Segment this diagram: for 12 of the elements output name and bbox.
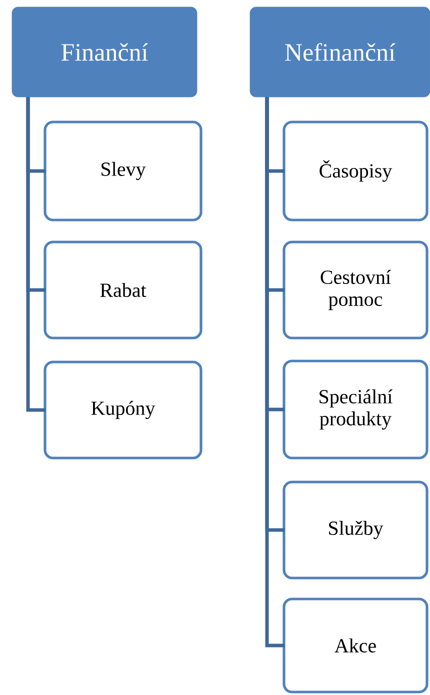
item-box: Slevy	[44, 120, 202, 222]
item-box: Rabat	[44, 240, 202, 340]
item-box: Služby	[282, 480, 428, 580]
item-box: Akce	[282, 598, 428, 694]
item-box: Časopisy	[282, 120, 428, 222]
connector-line	[265, 96, 284, 648]
connector-line	[26, 96, 46, 412]
item-box: Kupóny	[44, 360, 202, 460]
item-box: Cestovní pomoc	[282, 240, 428, 340]
header-box: Nefinanční	[250, 6, 430, 98]
item-box: Speciální produkty	[282, 360, 428, 460]
header-box: Finanční	[12, 6, 198, 98]
